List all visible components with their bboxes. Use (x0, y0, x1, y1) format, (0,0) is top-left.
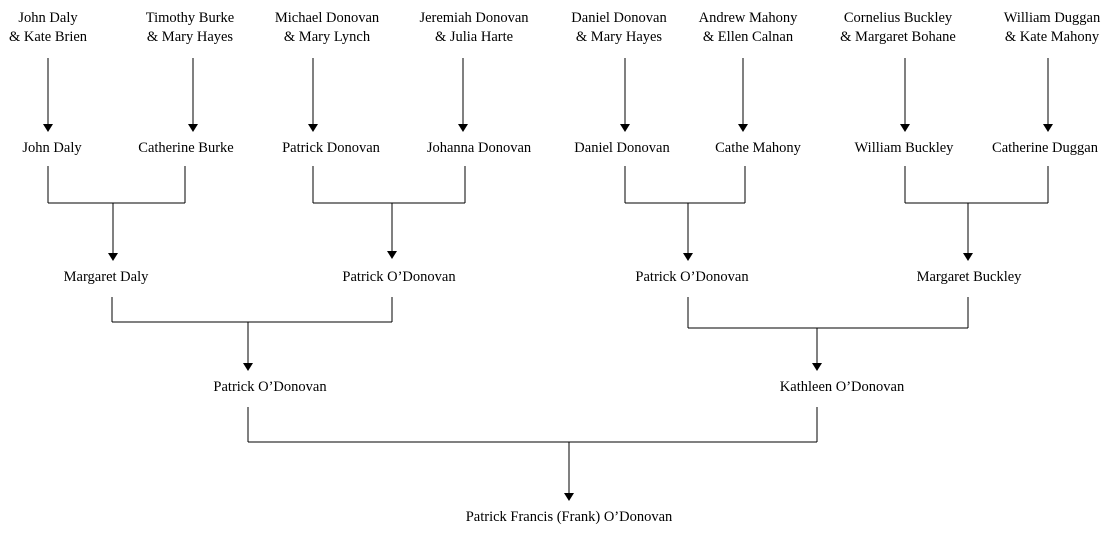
couple-line-2: & Mary Hayes (146, 29, 234, 45)
person-daniel-donovan: Daniel Donovan (574, 140, 670, 156)
couple-line-1: John Daly (18, 10, 78, 26)
person-patrick-donovan: Patrick Donovan (282, 140, 380, 156)
person-patrick-odonovan-paternal: Patrick O’Donovan (342, 269, 456, 285)
couple-line-1: Timothy Burke (145, 10, 235, 26)
person-johanna-donovan: Johanna Donovan (426, 140, 532, 156)
couple-andrew-mahony-ellen-calnan: Andrew Mahony & Ellen Calnan (699, 9, 798, 47)
person-john-daly: John Daly (22, 140, 82, 156)
couple-line-2: & Margaret Bohane (840, 29, 956, 45)
couple-line-2: & Ellen Calnan (702, 29, 794, 45)
couple-line-2: & Kate Mahony (1004, 29, 1100, 45)
person-catherine-duggan: Catherine Duggan (992, 140, 1098, 156)
couple-timothy-burke-mary-hayes: Timothy Burke & Mary Hayes (146, 9, 235, 47)
couple-michael-donovan-mary-lynch: Michael Donovan & Mary Lynch (275, 9, 379, 47)
person-margaret-buckley: Margaret Buckley (916, 269, 1022, 285)
couple-line-2: & Mary Lynch (283, 29, 371, 45)
person-kathleen-odonovan-mother: Kathleen O’Donovan (779, 379, 905, 395)
couple-william-duggan-kate-mahony: William Duggan & Kate Mahony (1004, 9, 1100, 47)
person-catherine-burke: Catherine Burke (138, 140, 234, 156)
couple-cornelius-buckley-margaret-bohane: Cornelius Buckley & Margaret Bohane (840, 9, 956, 47)
couple-line-1: William Duggan (1003, 10, 1101, 26)
person-margaret-daly: Margaret Daly (63, 269, 149, 285)
couple-line-1: Jeremiah Donovan (419, 10, 529, 26)
person-patrick-odonovan-maternal: Patrick O’Donovan (635, 269, 749, 285)
person-patrick-odonovan-father: Patrick O’Donovan (213, 379, 327, 395)
couple-line-1: Cornelius Buckley (843, 10, 953, 26)
couple-john-daly-kate-brien: John Daly & Kate Brien (9, 9, 87, 47)
couple-daniel-donovan-mary-hayes: Daniel Donovan & Mary Hayes (571, 9, 666, 47)
couple-line-1: Andrew Mahony (698, 10, 798, 26)
couple-line-2: & Mary Hayes (575, 29, 663, 45)
couple-line-2: & Julia Harte (434, 29, 514, 45)
couple-line-1: Michael Donovan (274, 10, 380, 26)
person-patrick-francis-frank-odonovan: Patrick Francis (Frank) O’Donovan (465, 509, 673, 525)
couple-jeremiah-donovan-julia-harte: Jeremiah Donovan & Julia Harte (419, 9, 528, 47)
person-cathe-mahony: Cathe Mahony (715, 140, 801, 156)
person-william-buckley: William Buckley (854, 140, 954, 156)
couple-line-2: & Kate Brien (8, 29, 88, 45)
couple-line-1: Daniel Donovan (571, 10, 667, 26)
